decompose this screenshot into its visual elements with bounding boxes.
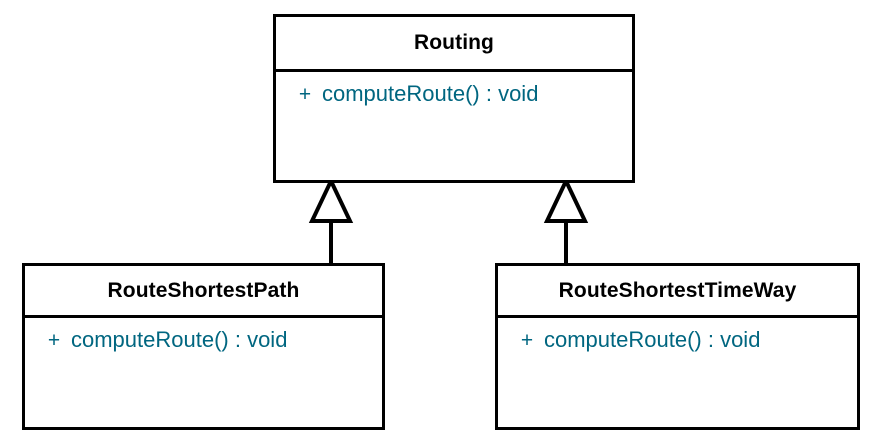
uml-operations-compartment-route-shortest-time-way: + computeRoute() : void [498, 318, 857, 424]
generalization-arrow-right-svg [543, 176, 589, 269]
operation-signature: computeRoute() : void [322, 81, 539, 106]
visibility-marker-public: + [520, 329, 534, 352]
uml-class-name-route-shortest-path: RouteShortestPath [25, 266, 382, 318]
operation-signature: computeRoute() : void [544, 327, 761, 352]
operation-signature: computeRoute() : void [71, 327, 288, 352]
uml-class-name-routing: Routing [276, 17, 632, 72]
uml-operation-row: + computeRoute() : void [25, 327, 382, 353]
uml-class-name-route-shortest-time-way: RouteShortestTimeWay [498, 266, 857, 318]
generalization-arrow-route-shortest-path [300, 176, 362, 270]
generalization-arrow-route-shortest-time-way [535, 176, 597, 270]
uml-operations-compartment-routing: + computeRoute() : void [276, 72, 632, 177]
uml-class-route-shortest-path[interactable]: RouteShortestPath + computeRoute() : voi… [22, 263, 385, 430]
visibility-marker-public: + [47, 329, 61, 352]
visibility-marker-public: + [298, 83, 312, 106]
generalization-arrow-left-svg [308, 176, 354, 269]
uml-operation-row: + computeRoute() : void [276, 81, 632, 107]
hollow-triangle-icon [308, 176, 354, 223]
uml-class-routing[interactable]: Routing + computeRoute() : void [273, 14, 635, 183]
hollow-triangle-icon [543, 176, 589, 223]
uml-operations-compartment-route-shortest-path: + computeRoute() : void [25, 318, 382, 424]
uml-class-route-shortest-time-way[interactable]: RouteShortestTimeWay + computeRoute() : … [495, 263, 860, 430]
uml-operation-row: + computeRoute() : void [498, 327, 857, 353]
